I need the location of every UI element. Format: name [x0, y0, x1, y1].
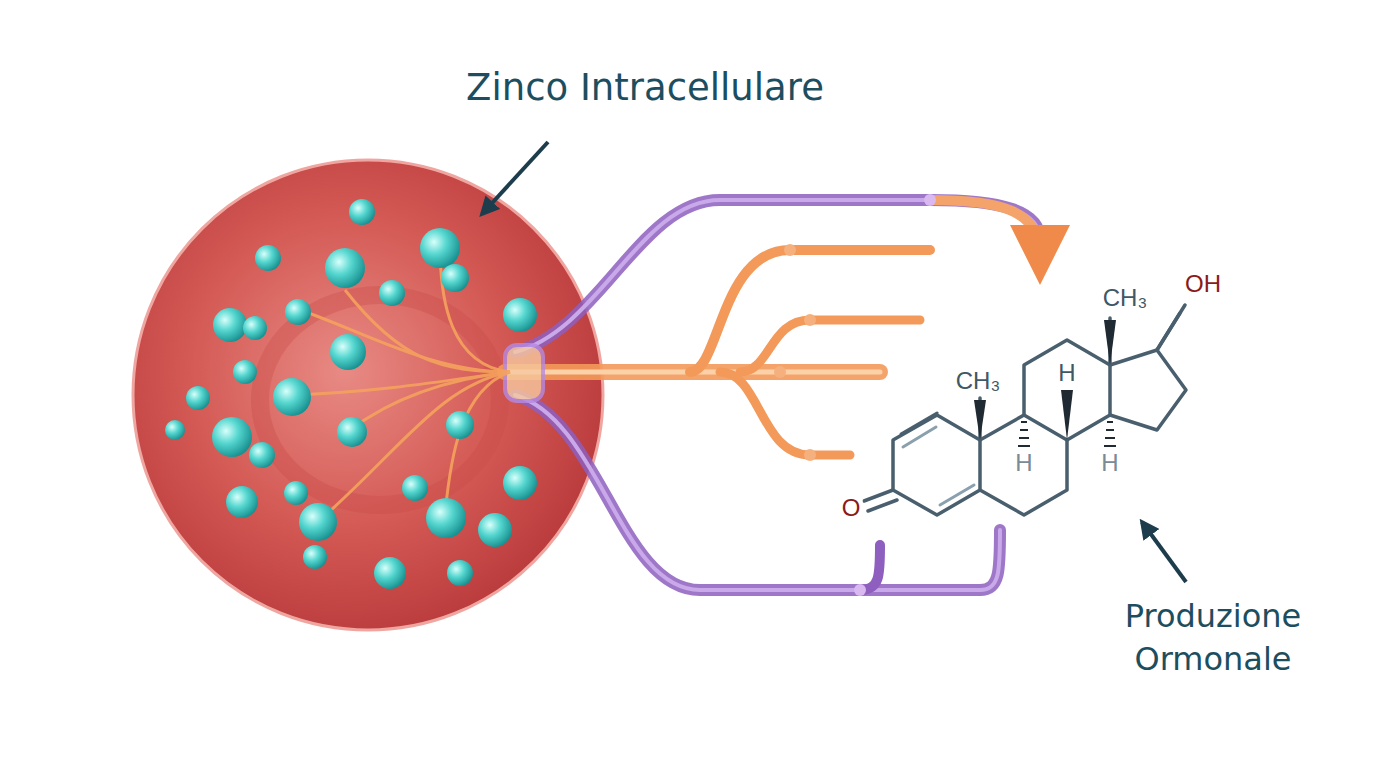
zinc-spheres: [165, 199, 537, 589]
atom-label: O: [840, 495, 863, 521]
leader-arrow: [482, 142, 548, 214]
atom-label: H: [1099, 450, 1120, 476]
cell: [133, 160, 603, 630]
atom-label: H: [1013, 450, 1034, 476]
atom-label: CH₃: [1101, 285, 1149, 311]
atom-label: H: [1056, 360, 1077, 386]
atom-label: OH: [1183, 271, 1223, 297]
fibres: [290, 245, 510, 520]
callout-title: Zinco Intracellulare: [465, 61, 825, 115]
pathways: [505, 194, 1040, 596]
atom-label: CH₃: [954, 368, 1002, 394]
steroid-molecule: [864, 305, 1186, 515]
leader-arrow: [1142, 522, 1186, 582]
callout-title: Produzione Ormonale: [1063, 595, 1363, 681]
hashed-bonds: [1018, 422, 1116, 446]
